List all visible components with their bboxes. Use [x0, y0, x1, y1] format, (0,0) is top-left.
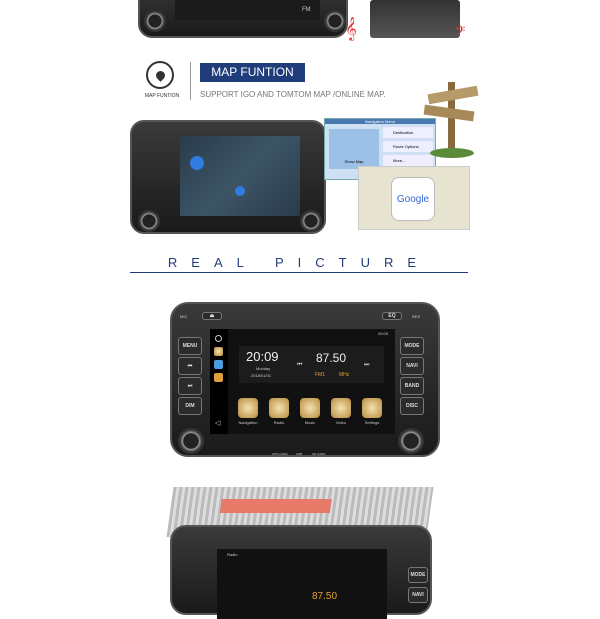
show-map-button[interactable]: Show Map: [329, 129, 379, 169]
seek-prev-icon[interactable]: ⏮: [297, 362, 303, 368]
map-pin-icon: [146, 61, 174, 89]
main-head-unit: MIC ⏏ EQ RES MENU ⏮ ⏭ DIM MODE NAVI BAND…: [170, 302, 440, 457]
music-note-decoration: 𝄞: [345, 18, 357, 40]
reset-label: RES: [412, 314, 421, 319]
clock-date: 2018/01/01: [251, 373, 272, 378]
nav-menu-title: Navigation Menu: [325, 119, 435, 124]
clock-widget: 20:09 Monday 2018/01/01 ⏮ 87.50 FM1 MHz …: [239, 346, 384, 383]
gps-card-label: GPS CARD: [272, 452, 288, 456]
google-map-image: Google: [358, 166, 470, 230]
bottom-head-unit: Radio 87.50 MODE NAVI: [170, 525, 432, 619]
clock-time: 20:09: [246, 349, 279, 364]
mic-label: MIC: [180, 314, 188, 319]
music-app-label: Music: [304, 420, 316, 425]
music-app-icon[interactable]: [300, 398, 320, 418]
nav-menu-item[interactable]: More...: [383, 155, 433, 166]
bottom-frequency: 87.50: [312, 591, 338, 602]
tune-knob[interactable]: [398, 428, 424, 454]
touch-screen[interactable]: ◁ 20:09 20:09 Monday 2018/01/01 ⏮ 87.50 …: [210, 329, 395, 434]
radio-frequency: 87.50: [316, 351, 347, 365]
eq-button[interactable]: EQ: [382, 312, 402, 320]
video-app-icon[interactable]: [331, 398, 351, 418]
navigation-app-label: Navigation: [238, 420, 258, 425]
top-band-label: FM: [302, 7, 311, 13]
menu-button[interactable]: MENU: [178, 337, 202, 355]
bottom-radio-label: Radio: [227, 552, 238, 557]
top-head-unit: FM: [138, 0, 348, 38]
android-nav-bar: ◁: [210, 329, 228, 434]
navigation-menu-screenshot: Navigation Menu Destination Route Option…: [324, 118, 436, 180]
band-button[interactable]: BAND: [400, 377, 424, 395]
radio-product-image: [370, 0, 460, 38]
nav-menu-item[interactable]: Route Options: [383, 141, 433, 152]
back-icon[interactable]: ◁: [215, 420, 221, 427]
disc-button[interactable]: DISC: [400, 397, 424, 415]
mode-button[interactable]: MODE: [400, 337, 424, 355]
eject-button[interactable]: ⏏: [202, 312, 222, 320]
settings-app-label: Settings: [364, 420, 380, 425]
nav-head-unit: [130, 120, 326, 234]
prev-track-button[interactable]: ⏮: [178, 357, 202, 375]
real-picture-title: REAL PICTURE: [167, 255, 431, 270]
home-icon[interactable]: [215, 335, 222, 342]
divider: [190, 62, 191, 100]
usb-label: USB: [296, 452, 303, 456]
map-icon-label: MAP FUNTION: [144, 93, 180, 99]
music-note-decoration: 𝄢: [455, 25, 466, 42]
navigation-app-icon[interactable]: [238, 398, 258, 418]
settings-app-icon[interactable]: [362, 398, 382, 418]
radio-unit: MHz: [339, 372, 350, 378]
navi-button[interactable]: NAVI: [400, 357, 424, 375]
status-time: 20:09: [378, 331, 389, 336]
seek-next-icon[interactable]: ⏭: [364, 362, 370, 368]
radio-app-label: Radio: [273, 420, 285, 425]
radio-app-icon[interactable]: [269, 398, 289, 418]
dim-button[interactable]: DIM: [178, 397, 202, 415]
radio-band: FM1: [315, 372, 325, 378]
signpost-image: [420, 76, 484, 160]
nav-menu-item[interactable]: Destination: [383, 127, 433, 138]
title-underline: [130, 272, 468, 273]
clock-day: Monday: [256, 366, 271, 371]
google-logo: Google: [391, 177, 435, 221]
next-track-button[interactable]: ⏭: [178, 377, 202, 395]
map-function-banner: MAP FUNTION: [200, 63, 305, 82]
map-function-subtitle: SUPPORT IGO AND TOMTOM MAP /ONLINE MAP.: [200, 90, 386, 99]
video-app-label: Video: [335, 420, 347, 425]
power-volume-knob[interactable]: [178, 428, 204, 454]
sd-card-label: SD CARD: [312, 452, 326, 456]
